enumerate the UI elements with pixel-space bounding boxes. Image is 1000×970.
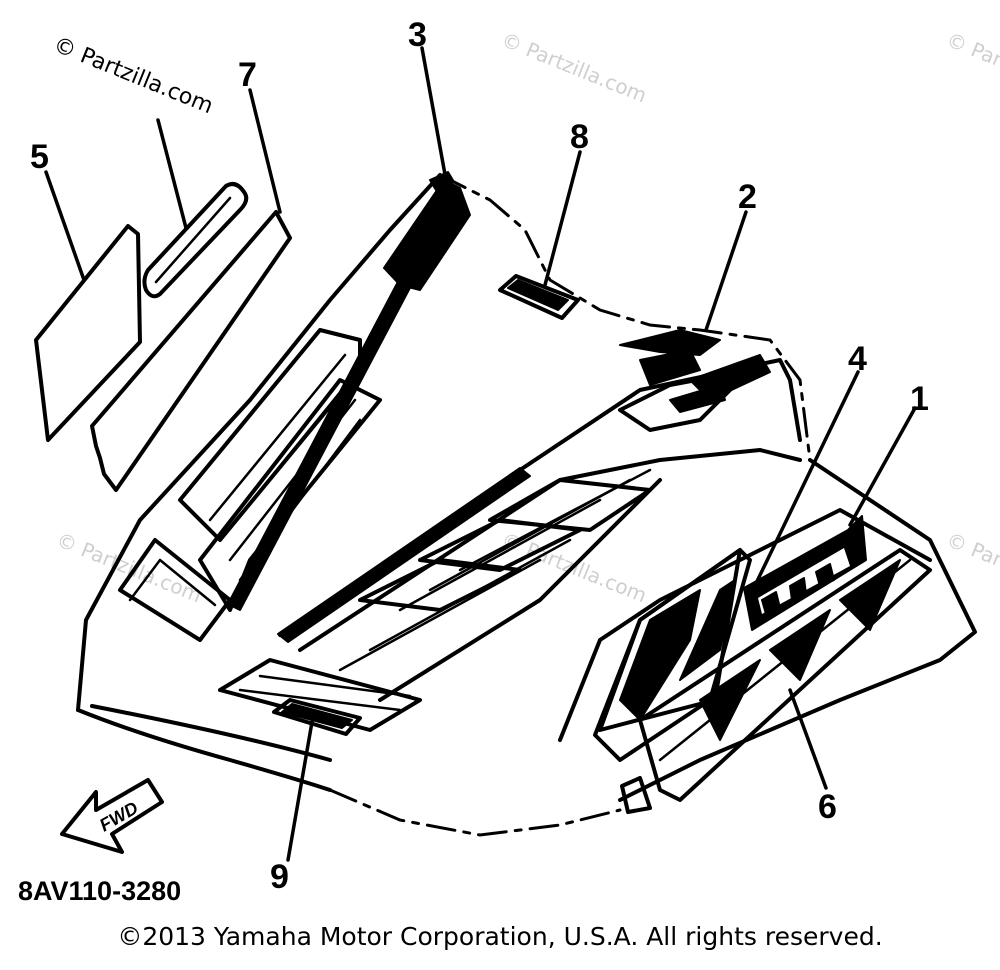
leader-3 — [420, 46, 448, 182]
callout-2: 2 — [738, 178, 757, 216]
watermark-faint: © Partzilla.com — [943, 27, 1000, 107]
leader-pad — [156, 118, 188, 230]
decal-4 — [598, 548, 742, 732]
copyright-notice: ©2013 Yamaha Motor Corporation, U.S.A. A… — [117, 922, 883, 951]
callout-7: 7 — [238, 56, 257, 94]
leader-lines — [44, 46, 917, 862]
decal-7 — [90, 210, 292, 492]
part-number: 8AV110-3280 — [18, 876, 181, 906]
badge-8 — [498, 274, 580, 320]
callouts: 1 2 3 4 5 6 7 8 9 — [30, 16, 929, 896]
leader-2 — [704, 210, 748, 332]
badge-9 — [272, 698, 362, 736]
callout-6: 6 — [818, 788, 837, 826]
callout-3: 3 — [408, 16, 427, 54]
callout-8: 8 — [570, 118, 589, 156]
emblem-1 — [743, 515, 867, 631]
watermark-faint: © Partzilla.com — [943, 527, 1000, 607]
leader-7 — [248, 88, 282, 214]
watermark-faint: © Partzilla.com — [498, 27, 650, 107]
leader-9 — [286, 720, 314, 862]
decal-6 — [620, 548, 932, 814]
side-panel — [558, 508, 932, 762]
decal-pad — [142, 182, 249, 299]
leader-1 — [848, 406, 917, 527]
leader-8 — [543, 150, 582, 287]
callout-9: 9 — [270, 858, 289, 896]
leader-5 — [44, 170, 86, 282]
leader-6 — [788, 688, 828, 790]
fwd-arrow-icon: FWD — [60, 778, 164, 854]
decal-2 — [618, 329, 771, 432]
callout-1: 1 — [910, 380, 929, 418]
leader-4 — [746, 370, 860, 602]
callout-5: 5 — [30, 138, 49, 176]
decal-5 — [34, 224, 142, 442]
callout-4: 4 — [848, 340, 867, 378]
hood-body — [76, 173, 977, 837]
watermark-main: © Partzilla.com — [50, 32, 217, 119]
left-stripe — [227, 171, 471, 611]
